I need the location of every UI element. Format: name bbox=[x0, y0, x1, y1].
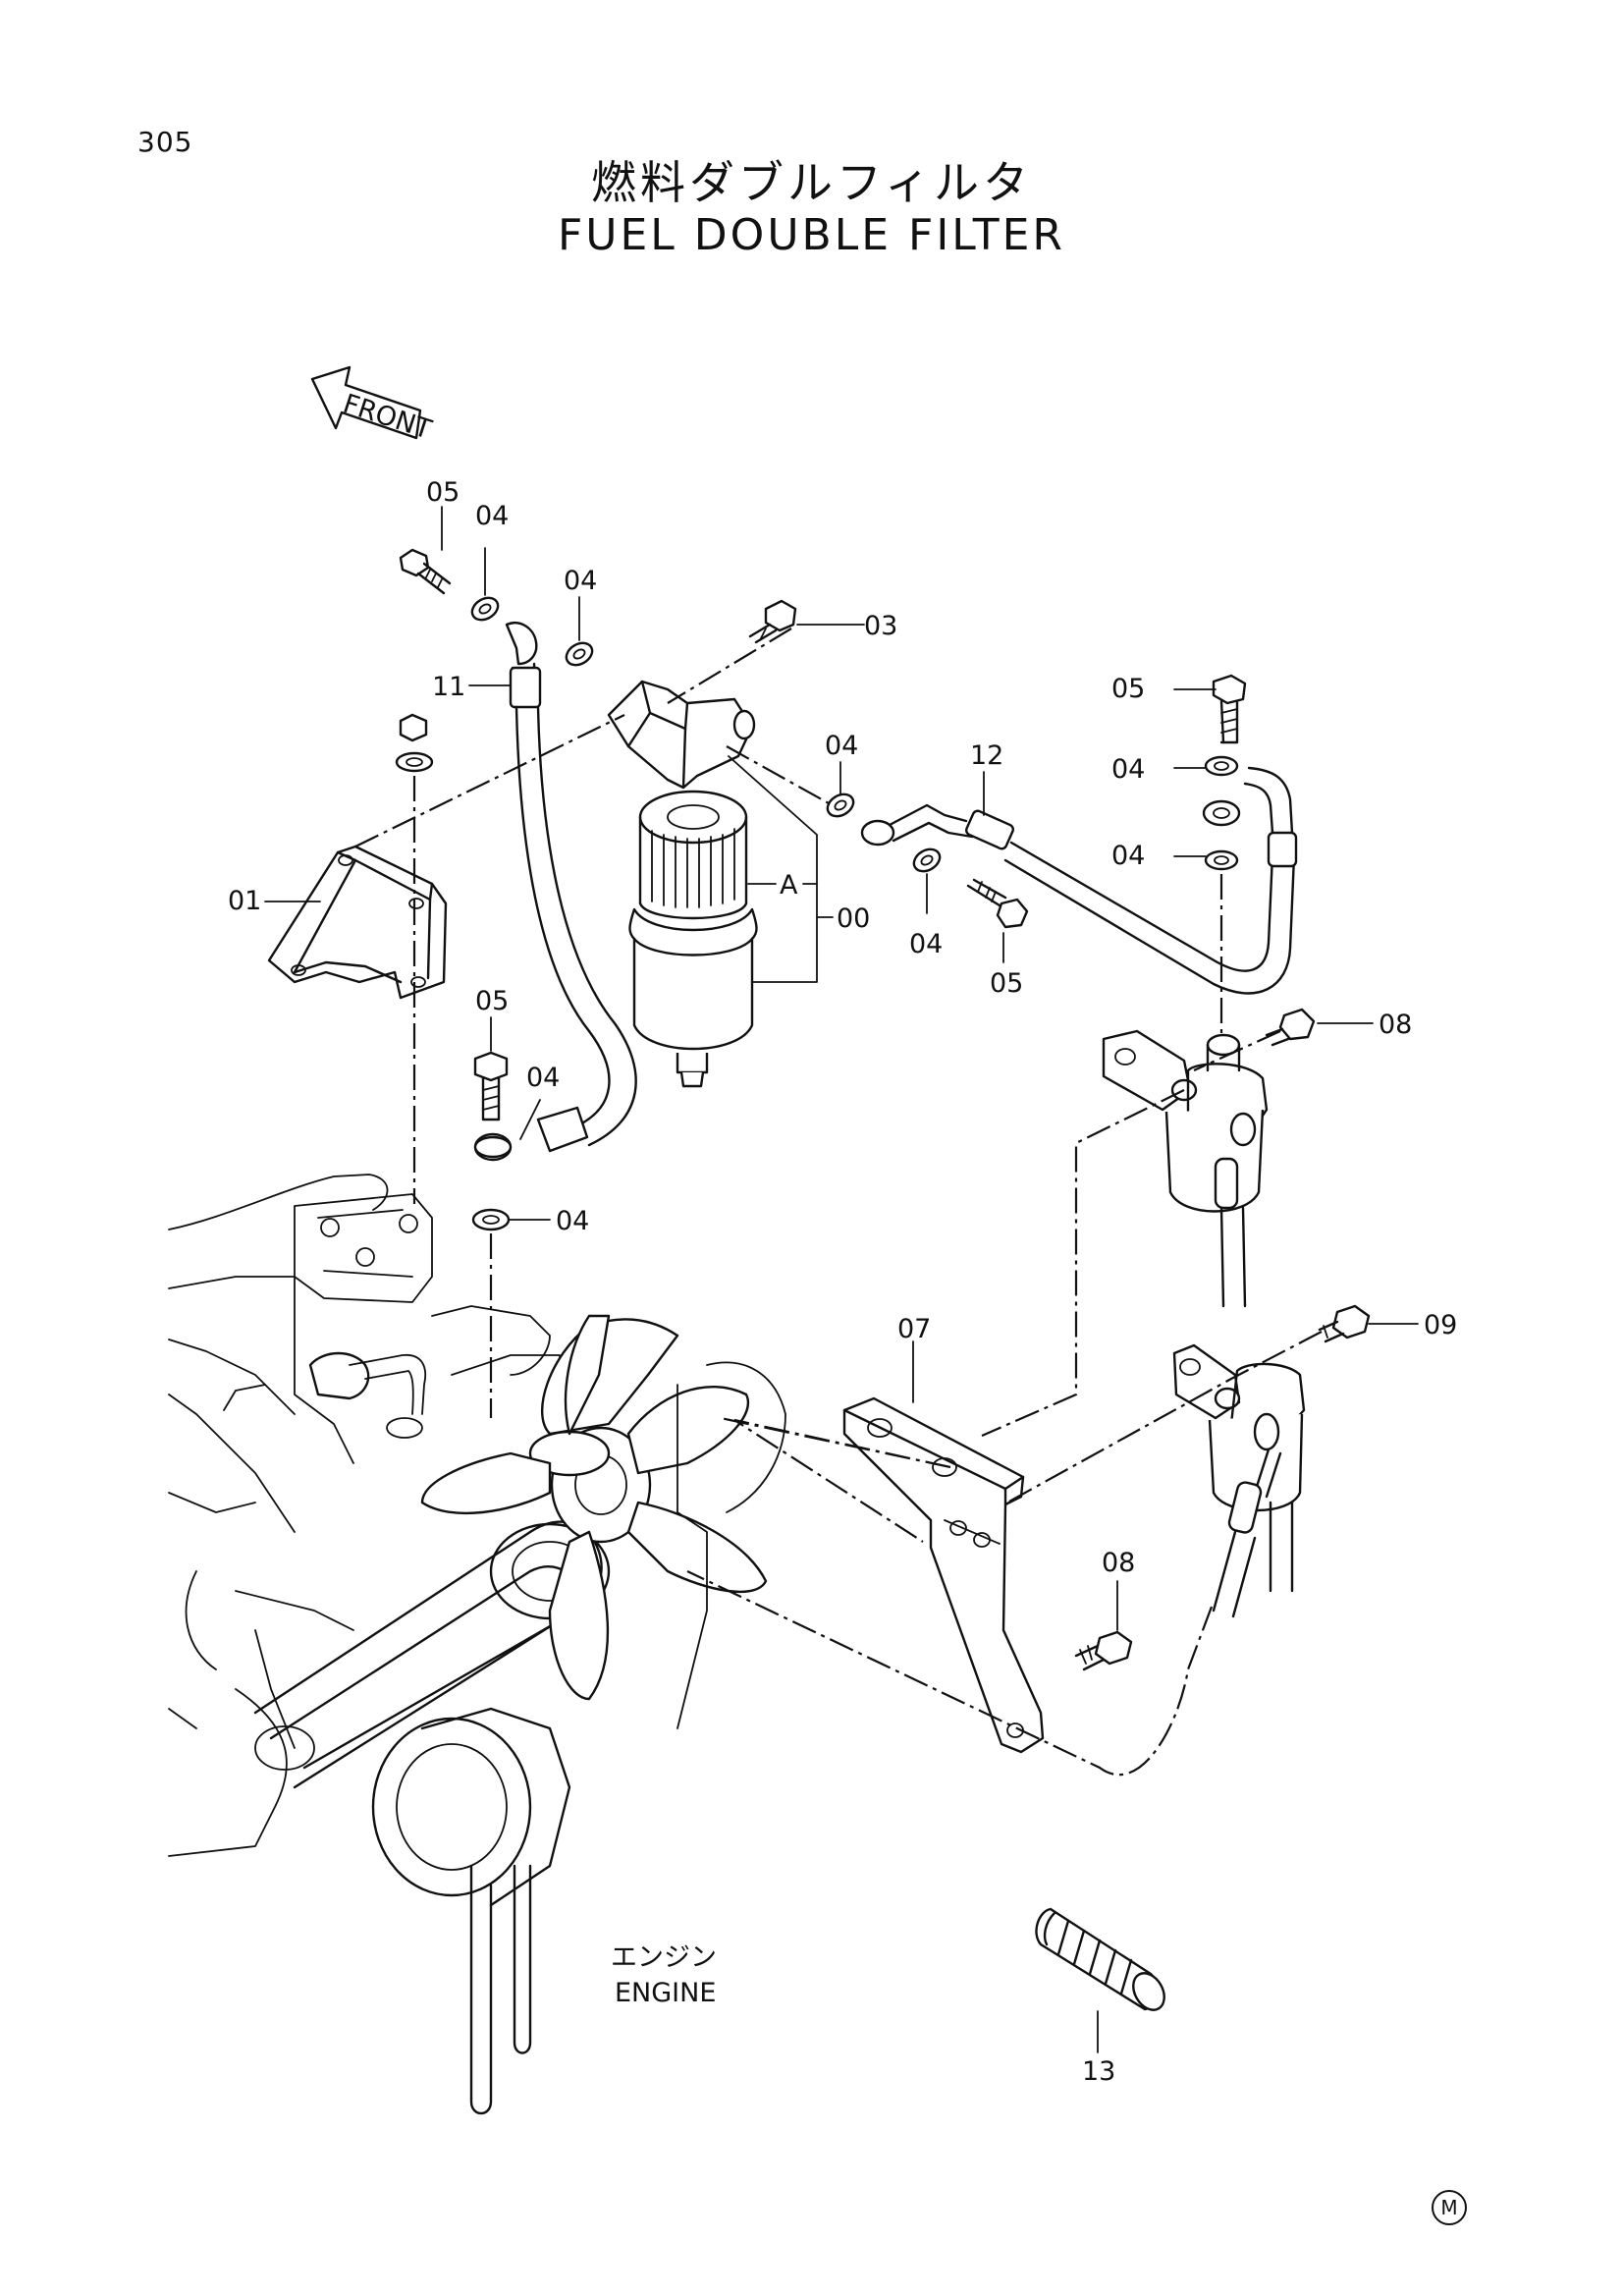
assembly-center-lines bbox=[354, 628, 1323, 1777]
washer-04-top-icon bbox=[470, 596, 500, 622]
callout-09: 09 bbox=[1424, 1310, 1457, 1340]
cooling-fan-icon bbox=[420, 1314, 786, 1729]
engine-outline-icon bbox=[168, 1174, 786, 2115]
bolt-09-icon bbox=[1318, 1304, 1371, 1343]
filter-head-icon bbox=[607, 680, 756, 790]
callout-11: 11 bbox=[432, 672, 465, 702]
engine-label-japanese: エンジン bbox=[611, 1942, 717, 1973]
callout-03: 03 bbox=[864, 611, 897, 641]
callout-07: 07 bbox=[897, 1314, 931, 1344]
water-separator-upper-icon bbox=[1102, 1029, 1269, 1308]
washer-04-right1-icon bbox=[826, 793, 855, 818]
callout-13: 13 bbox=[1082, 2056, 1115, 2087]
callout-04: 04 bbox=[564, 566, 597, 596]
bolt-03-icon bbox=[748, 599, 797, 644]
washer-04-mid-icon bbox=[565, 641, 594, 667]
callout-leaders bbox=[264, 506, 1419, 2053]
bolt-08-bottom-icon bbox=[1074, 1630, 1133, 1671]
callout-05: 05 bbox=[475, 986, 509, 1016]
callout-05: 05 bbox=[990, 968, 1023, 999]
callout-04: 04 bbox=[1111, 754, 1145, 785]
part-13-sleeve-icon bbox=[1035, 1907, 1165, 2011]
front-arrow-icon: FRONT bbox=[310, 365, 436, 446]
callout-04: 04 bbox=[556, 1206, 589, 1236]
callout-04: 04 bbox=[825, 731, 858, 761]
front-label: FRONT bbox=[340, 389, 436, 446]
bracket-01-icon bbox=[267, 845, 448, 1000]
bolt-05-right-icon bbox=[1212, 674, 1247, 744]
callout-00: 00 bbox=[837, 903, 870, 934]
callout-04: 04 bbox=[1111, 841, 1145, 871]
washer-04-left2-icon bbox=[471, 1208, 511, 1231]
corner-mark: M bbox=[1432, 2190, 1467, 2225]
callout-05: 05 bbox=[426, 477, 460, 508]
page-number: 305 bbox=[137, 126, 193, 158]
bracket-07-icon bbox=[842, 1396, 1045, 1754]
pipe-12-icon bbox=[860, 766, 1298, 995]
title-english: FUEL DOUBLE FILTER bbox=[557, 210, 1065, 260]
callout-12: 12 bbox=[970, 740, 1003, 771]
callout-08: 08 bbox=[1102, 1548, 1135, 1578]
bolt-08-top-icon bbox=[1265, 1008, 1316, 1047]
callout-04: 04 bbox=[909, 929, 943, 959]
title-japanese: 燃料ダブルフィルタ bbox=[590, 156, 1033, 209]
water-separator-lower-icon bbox=[1172, 1343, 1306, 1618]
bolt-05-left-icon bbox=[473, 1051, 509, 1121]
callout-04: 04 bbox=[526, 1063, 560, 1093]
washer-04-lower-icon bbox=[912, 847, 942, 873]
callout-05: 05 bbox=[1111, 674, 1145, 704]
bolt-05-lower-icon bbox=[966, 878, 1029, 929]
callout-01: 01 bbox=[228, 886, 261, 916]
engine-label-english: ENGINE bbox=[615, 1978, 716, 2008]
washer-04-left1-icon bbox=[473, 1135, 513, 1159]
bolt-05-top-icon bbox=[399, 548, 452, 595]
filter-element-icon bbox=[628, 790, 758, 1088]
group-bracket: A bbox=[728, 755, 834, 983]
callout-08: 08 bbox=[1379, 1010, 1412, 1040]
washer-04-right2-icon bbox=[1204, 755, 1239, 777]
callout-04: 04 bbox=[475, 501, 509, 531]
group-label-a: A bbox=[780, 870, 798, 901]
washer-04-right3-icon bbox=[1204, 849, 1239, 871]
washer-top-bracket-icon bbox=[395, 751, 434, 773]
nut-icon bbox=[399, 713, 428, 742]
